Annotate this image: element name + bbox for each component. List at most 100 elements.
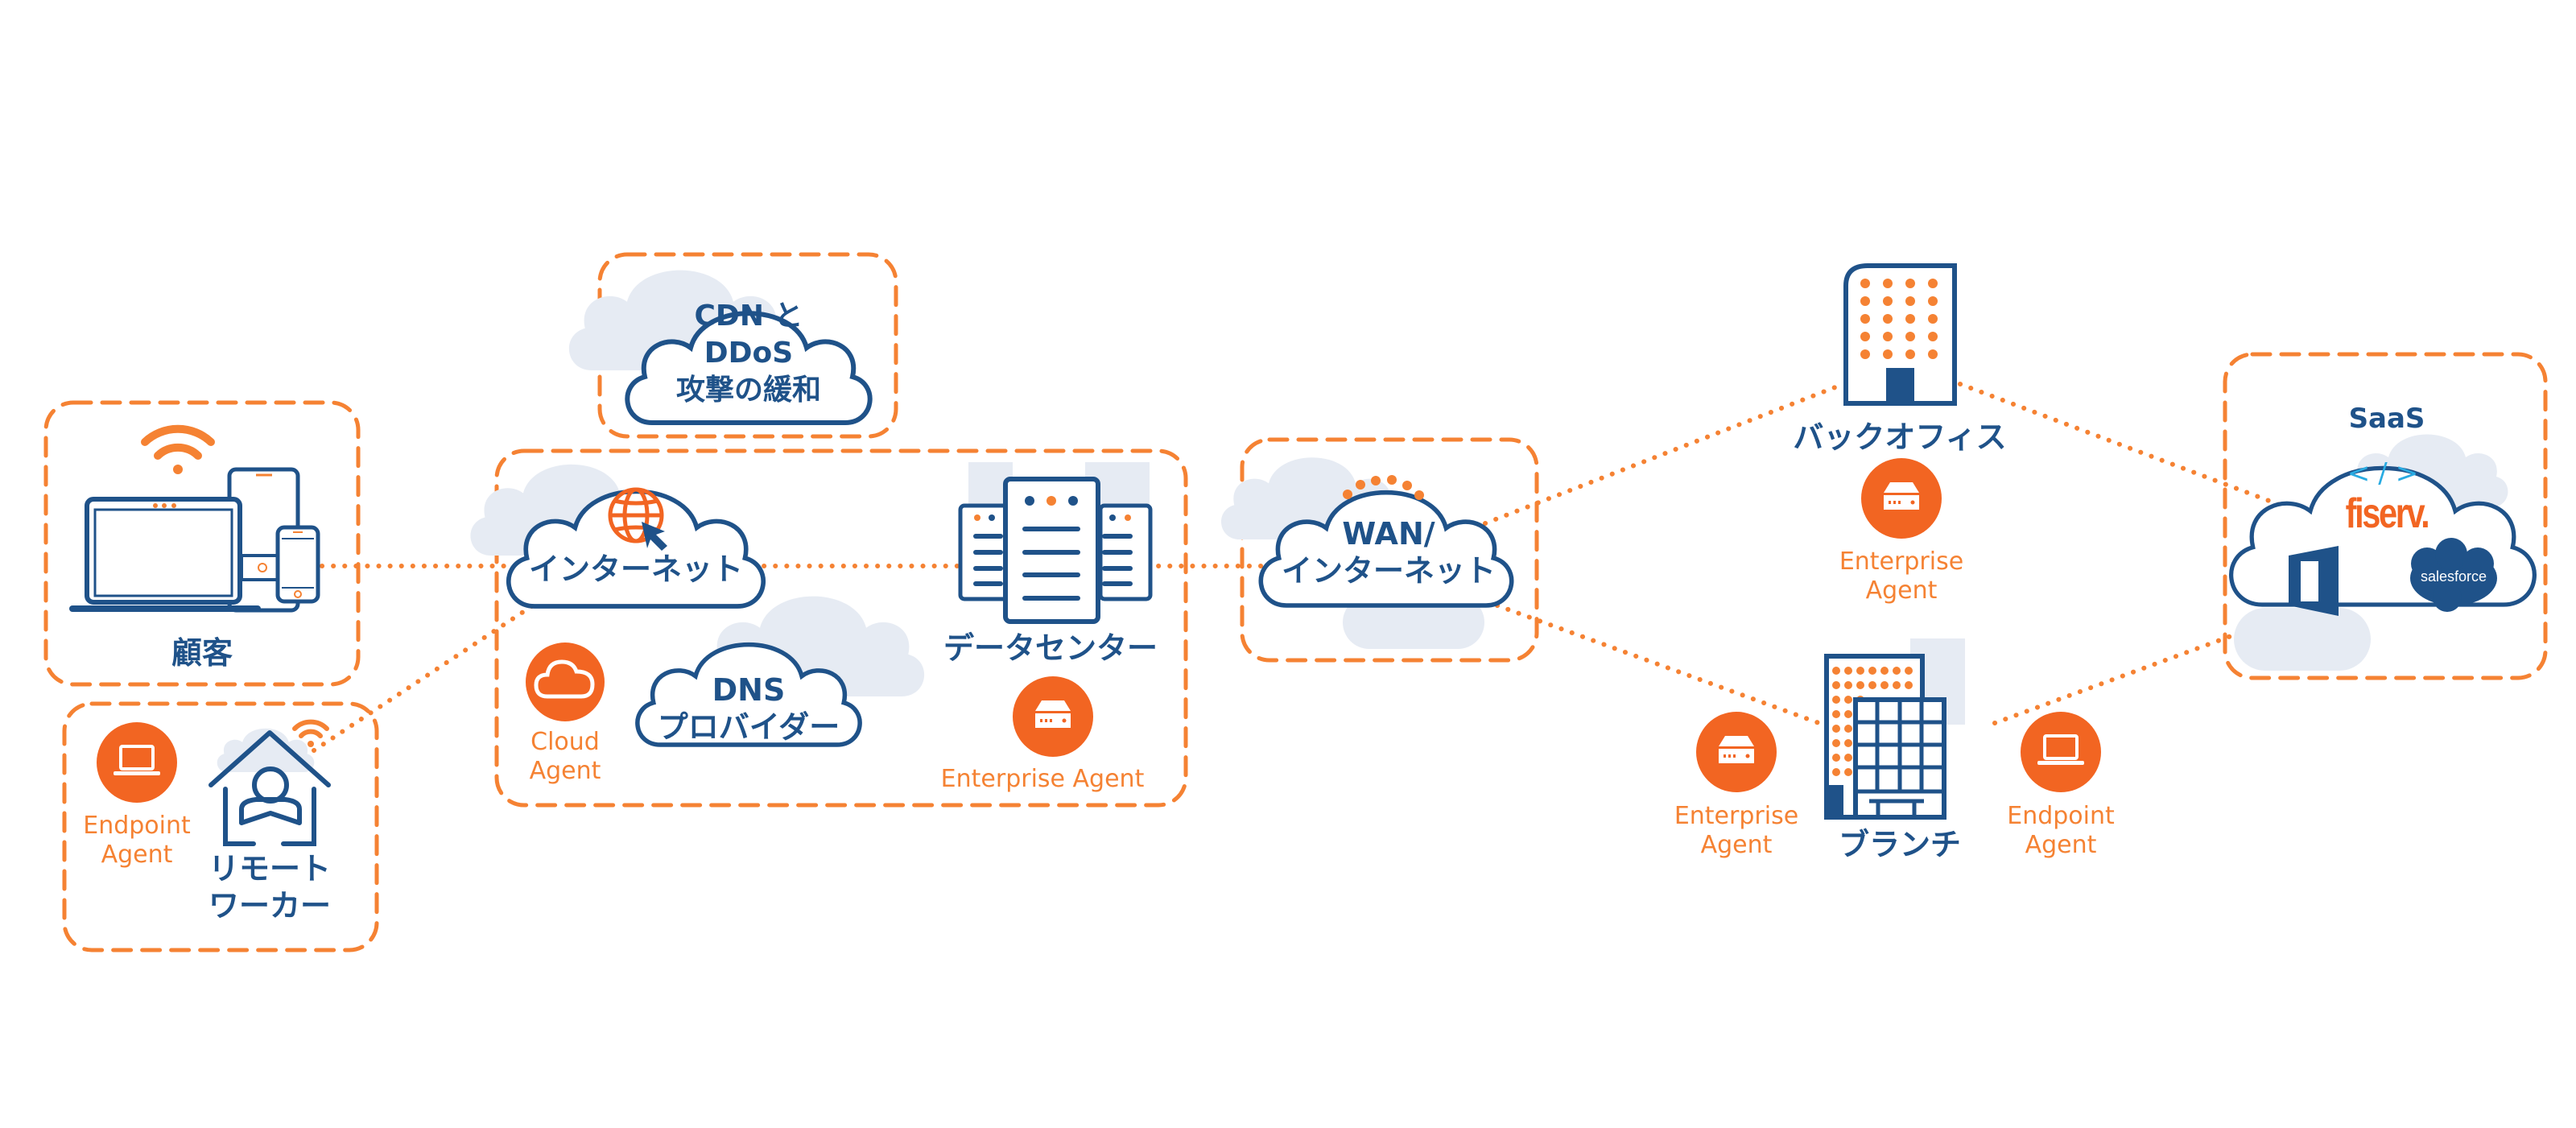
salesforce-logo-text: salesforce xyxy=(2420,568,2487,585)
datacenter-label: データセンター xyxy=(943,630,1158,666)
branch-building-icon xyxy=(1824,638,1965,820)
customers-label: 顧客 xyxy=(171,635,233,671)
window-dot xyxy=(1844,739,1852,747)
window-dot xyxy=(1860,296,1870,306)
office-logo-icon xyxy=(2289,546,2339,616)
dns-label: DNS プロバイダー xyxy=(636,671,861,746)
window-dot xyxy=(1928,332,1938,341)
window-dot xyxy=(1860,279,1870,288)
agent-line1: Cloud xyxy=(530,728,600,756)
cdn-line3: 攻撃の緩和 xyxy=(675,374,821,407)
datacenter-icon xyxy=(958,462,1153,624)
agent-line2: Agent xyxy=(1700,831,1773,859)
remote-worker-icon xyxy=(208,719,331,846)
label-line2: ワーカー xyxy=(208,888,331,923)
window-dot xyxy=(1844,754,1852,762)
connector-branch-saas xyxy=(1992,630,2244,725)
window-dot xyxy=(1832,696,1840,704)
agent-line2: Agent xyxy=(101,841,173,869)
window-dot xyxy=(1856,681,1864,689)
cdn-line1: CDN と xyxy=(694,300,803,333)
enterprise-agent-icon xyxy=(1861,458,1942,539)
wan-line2: インターネット xyxy=(1281,553,1496,589)
window-dot xyxy=(1893,667,1901,675)
window-dot xyxy=(1905,279,1915,288)
window-dot xyxy=(1905,681,1913,689)
connector-wan-backoffice xyxy=(1483,382,1846,526)
window-dot xyxy=(1832,725,1840,733)
wan-group-box xyxy=(1240,437,1539,663)
enterprise-agent-icon xyxy=(1013,676,1093,757)
cdn-label: CDN と DDoS 攻撃の緩和 xyxy=(652,298,845,409)
wan-cloud-icon xyxy=(1220,457,1512,649)
saas-label: SaaS xyxy=(2348,403,2425,435)
salesforce-logo-icon xyxy=(2410,538,2497,612)
back-office-label: バックオフィス xyxy=(1793,419,2007,455)
back-office-agent-label: Enterprise Agent xyxy=(1837,547,1966,605)
window-dot xyxy=(1832,667,1840,675)
label-line1: リモート xyxy=(208,851,331,886)
saas-cloud-icon xyxy=(2231,434,2535,671)
window-dot xyxy=(1928,279,1938,288)
customer-devices-icon xyxy=(69,424,320,613)
connector-backoffice-saas xyxy=(1958,382,2289,510)
endpoint-agent-icon xyxy=(97,722,177,803)
window-dot xyxy=(1905,332,1915,341)
connector-wan-branch xyxy=(1495,603,1826,727)
window-dot xyxy=(1883,296,1893,306)
agent-line1: Enterprise xyxy=(1674,802,1799,830)
window-dot xyxy=(1844,768,1852,776)
window-dot xyxy=(1832,710,1840,718)
wan-label: WAN/ インターネット xyxy=(1280,515,1497,589)
fiserv-logo: fiserv. xyxy=(2345,490,2430,537)
agent-line1: Endpoint xyxy=(2007,802,2115,830)
branch-enterprise-agent-label: Enterprise Agent xyxy=(1672,802,1801,860)
dns-line2: プロバイダー xyxy=(657,709,840,745)
window-dot xyxy=(1844,681,1852,689)
remote-worker-label: リモート ワーカー xyxy=(201,850,338,924)
window-dot xyxy=(1905,349,1915,359)
code-icon: </> xyxy=(2347,457,2427,490)
window-dot xyxy=(1832,754,1840,762)
cdn-line2: DDoS xyxy=(704,337,794,370)
window-dot xyxy=(1844,710,1852,718)
dns-line1: DNS xyxy=(712,672,786,708)
window-dot xyxy=(1868,681,1876,689)
window-dot xyxy=(1832,768,1840,776)
customers-group-box xyxy=(43,400,361,687)
window-dot xyxy=(1928,296,1938,306)
window-dot xyxy=(1880,667,1889,675)
remote-worker-group-box xyxy=(62,701,379,952)
agent-line2: Agent xyxy=(529,757,601,785)
window-dot xyxy=(1856,667,1864,675)
window-dot xyxy=(1905,296,1915,306)
saas-group-box xyxy=(2223,352,2548,680)
window-dot xyxy=(1844,667,1852,675)
cloud-agent-icon xyxy=(526,643,605,721)
window-dot xyxy=(1905,314,1915,324)
back-office-building-icon xyxy=(1843,263,1957,406)
datacenter-agent-label: Enterprise Agent xyxy=(940,765,1145,793)
wan-line1: WAN/ xyxy=(1342,516,1435,552)
window-dot xyxy=(1928,314,1938,324)
internet-dc-group-box xyxy=(494,448,1188,808)
window-dot xyxy=(1883,349,1893,359)
window-dot xyxy=(1883,332,1893,341)
window-dot xyxy=(1860,349,1870,359)
agent-line1: Endpoint xyxy=(83,812,191,840)
agent-line1: Enterprise xyxy=(1839,547,1964,576)
window-dot xyxy=(1883,279,1893,288)
branch-endpoint-agent-label: Endpoint Agent xyxy=(1996,802,2125,860)
window-dot xyxy=(1832,739,1840,747)
window-dot xyxy=(1844,725,1852,733)
endpoint-agent-icon xyxy=(2021,712,2101,792)
agent-line2: Agent xyxy=(1865,576,1938,605)
cloud-agent-label: Cloud Agent xyxy=(515,728,615,786)
wifi-icon xyxy=(292,719,329,747)
window-dot xyxy=(1905,667,1913,675)
branch-label: ブランチ xyxy=(1838,827,1961,862)
agent-line2: Agent xyxy=(2025,831,2097,859)
window-dot xyxy=(1883,314,1893,324)
window-dot xyxy=(1893,681,1901,689)
